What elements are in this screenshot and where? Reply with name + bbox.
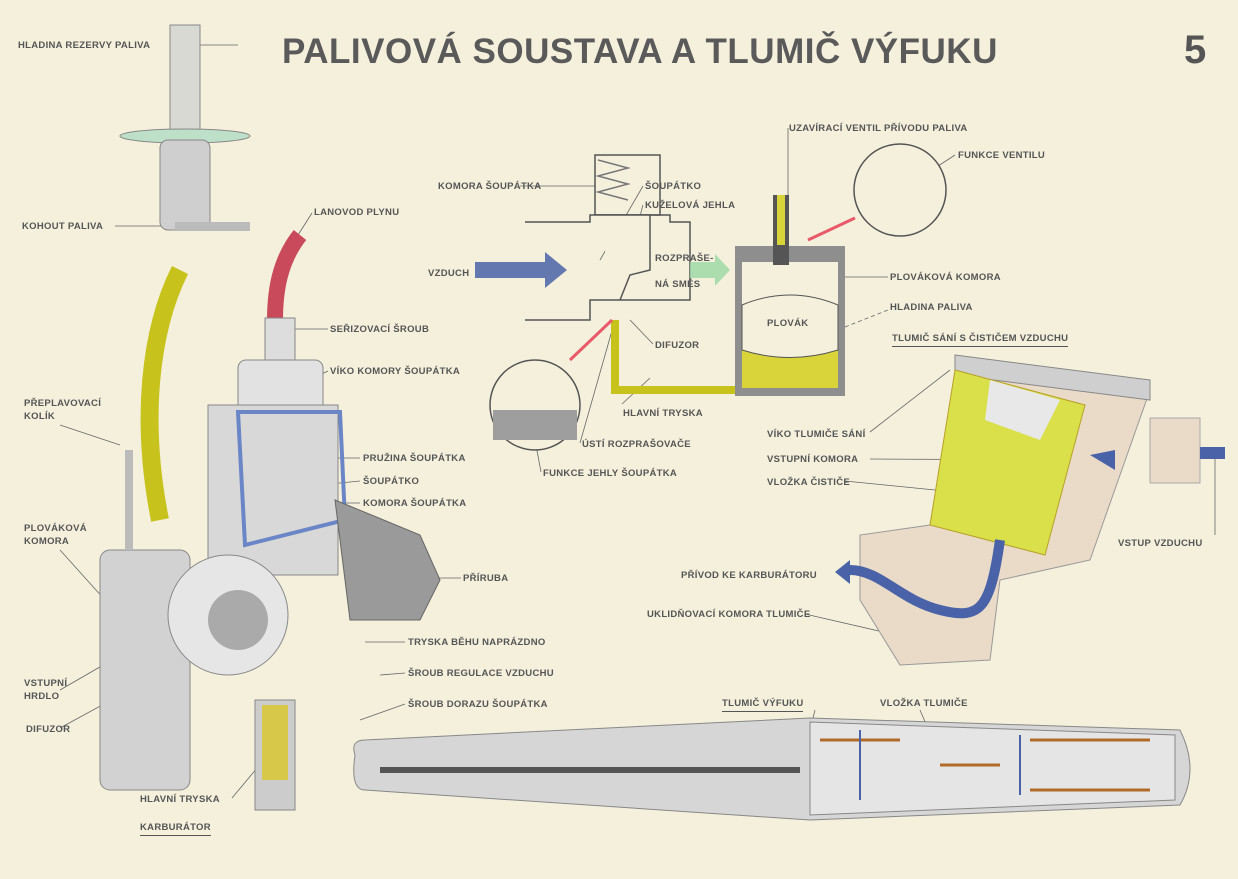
- page-title: PALIVOVÁ SOUSTAVA A TLUMIČ VÝFUKU: [282, 32, 998, 71]
- label-line: PLOVÁKOVÁ: [24, 523, 87, 534]
- schema-hladina-paliva: HLADINA PALIVA: [890, 302, 973, 313]
- schema-usti: ÚSTÍ ROZPRAŠOVAČE: [582, 439, 691, 450]
- intake-vstup-vzduchu: VSTUP VZDUCHU: [1118, 538, 1203, 549]
- label-pruzina: PRUŽINA ŠOUPÁTKA: [363, 453, 466, 464]
- schema-plovakova-komora: PLOVÁKOVÁ KOMORA: [890, 272, 1001, 283]
- label-preplavovaci-kolik: PŘEPLAVOVACÍ KOLÍK: [24, 397, 101, 423]
- mixture-arrow: [690, 254, 730, 286]
- intake-uklidnovaci: UKLIDŇOVACÍ KOMORA TLUMIČE: [647, 609, 811, 620]
- label-line: HRDLO: [24, 691, 60, 702]
- label-lanovod-plynu: LANOVOD PLYNU: [314, 207, 400, 218]
- schema-komora-soupatka: KOMORA ŠOUPÁTKA: [438, 181, 542, 192]
- label-kohout-paliva: KOHOUT PALIVA: [22, 221, 104, 232]
- label-line: VSTUPNÍ: [24, 678, 68, 689]
- label-line: KOLÍK: [24, 411, 56, 422]
- schema-difuzor: DIFUZOR: [655, 340, 700, 351]
- schema-funkce-ventilu: FUNKCE VENTILU: [958, 150, 1046, 161]
- carburetor-schema: [489, 143, 947, 451]
- label-tryska-behu: TRYSKA BĚHU NAPRÁZDNO: [408, 637, 546, 648]
- label-line: PŘEPLAVOVACÍ: [24, 398, 102, 409]
- label-priruba: PŘÍRUBA: [463, 573, 509, 584]
- label-plovakova-komora: PLOVÁKOVÁ KOMORA: [24, 522, 87, 548]
- label-hlavni-tryska: HLAVNÍ TRYSKA: [140, 794, 220, 805]
- label-difuzor: DIFUZOR: [26, 724, 71, 735]
- carburetor-drawing: [99, 24, 441, 811]
- page-number: 5: [1184, 28, 1207, 72]
- schema-vzduch: VZDUCH: [428, 268, 470, 279]
- label-line: NÁ SMĚS: [655, 279, 701, 290]
- schema-soupatko: ŠOUPÁTKO: [645, 181, 702, 192]
- label-viko-komory: VÍKO KOMORY ŠOUPÁTKA: [330, 366, 461, 377]
- label-sroub-regulace: ŠROUB REGULACE VZDUCHU: [408, 668, 554, 679]
- label-serizovaci-sroub: SEŘIZOVACÍ ŠROUB: [330, 324, 430, 335]
- caption-tlumic-sani: TLUMIČ SÁNÍ S ČISTIČEM VZDUCHU: [892, 332, 1069, 347]
- label-sroub-dorazu: ŠROUB DORAZU ŠOUPÁTKA: [408, 699, 548, 710]
- label-vstupni-hrdlo: VSTUPNÍ HRDLO: [24, 677, 67, 703]
- intake-silencer-drawing: [835, 354, 1225, 666]
- leader-lines: [59, 44, 1216, 799]
- schema-uzaviraci-ventil: UZAVÍRACÍ VENTIL PŘÍVODU PALIVA: [789, 123, 968, 134]
- label-line: KOMORA: [24, 536, 70, 547]
- label-hladina-rezervy: HLADINA REZERVY PALIVA: [18, 40, 151, 51]
- red-arrow: [568, 318, 614, 362]
- caption-tlumic-vyfuku: TLUMIČ VÝFUKU: [722, 697, 804, 712]
- red-arrow: [807, 216, 856, 242]
- caption-karburator: KARBURÁTOR: [140, 821, 211, 836]
- label-soupatko: ŠOUPÁTKO: [363, 476, 420, 487]
- intake-vlozka: VLOŽKA ČISTIČE: [767, 477, 851, 488]
- air-arrow: [475, 252, 567, 288]
- intake-viko: VÍKO TLUMIČE SÁNÍ: [767, 429, 866, 440]
- schema-kuzelova-jehla: KUŽELOVÁ JEHLA: [645, 200, 736, 211]
- schema-hlavni-tryska: HLAVNÍ TRYSKA: [623, 408, 703, 419]
- schema-funkce-jehly: FUNKCE JEHLY ŠOUPÁTKA: [543, 468, 678, 479]
- intake-privod: PŘÍVOD KE KARBURÁTORU: [681, 570, 817, 581]
- exhaust-vlozka: VLOŽKA TLUMIČE: [880, 698, 968, 709]
- exhaust-drawing: [353, 717, 1191, 821]
- label-komora-soupatka: KOMORA ŠOUPÁTKA: [363, 498, 467, 509]
- intake-vstupni-komora: VSTUPNÍ KOMORA: [767, 454, 859, 465]
- schema-rozprasena-smes: ROZPRAŠE- NÁ SMĚS: [655, 252, 714, 291]
- label-line: ROZPRAŠE-: [655, 253, 714, 264]
- schema-plovak: PLOVÁK: [767, 318, 809, 329]
